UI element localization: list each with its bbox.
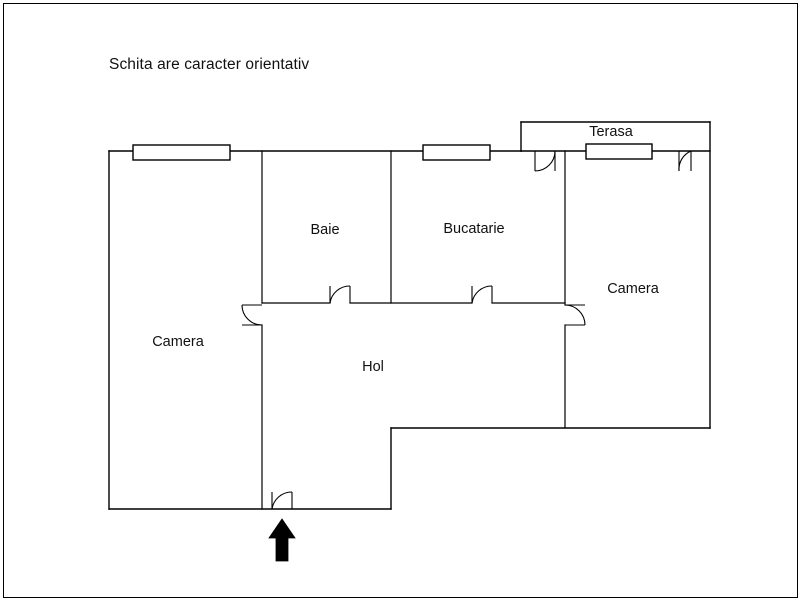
windows bbox=[132, 143, 653, 161]
door-camera-left bbox=[241, 304, 263, 326]
room-label-hol: Hol bbox=[362, 359, 384, 375]
room-label-camera-right: Camera bbox=[607, 281, 660, 297]
doors bbox=[241, 150, 692, 510]
window-bucatarie bbox=[422, 144, 491, 161]
door-entrance bbox=[271, 491, 293, 510]
page-border bbox=[3, 3, 798, 598]
entrance-arrow bbox=[268, 518, 296, 562]
entrance-arrow-shape bbox=[268, 518, 296, 562]
door-terasa-left bbox=[534, 150, 556, 172]
exterior-walls bbox=[108, 121, 711, 510]
terasa-walls bbox=[520, 121, 711, 152]
window-camera-right bbox=[585, 143, 653, 160]
window-camera-left bbox=[132, 144, 231, 161]
page-title: Schita are caracter orientativ bbox=[109, 56, 310, 73]
door-camera-right bbox=[564, 304, 586, 326]
door-bucatarie bbox=[471, 285, 493, 304]
room-label-baie: Baie bbox=[310, 222, 339, 238]
room-label-bucatarie: Bucatarie bbox=[443, 221, 504, 237]
room-label-terasa: Terasa bbox=[589, 124, 633, 140]
interior-walls bbox=[261, 150, 566, 510]
door-baie bbox=[329, 285, 351, 304]
room-label-camera-left: Camera bbox=[152, 334, 205, 350]
door-terasa-right bbox=[678, 150, 692, 172]
